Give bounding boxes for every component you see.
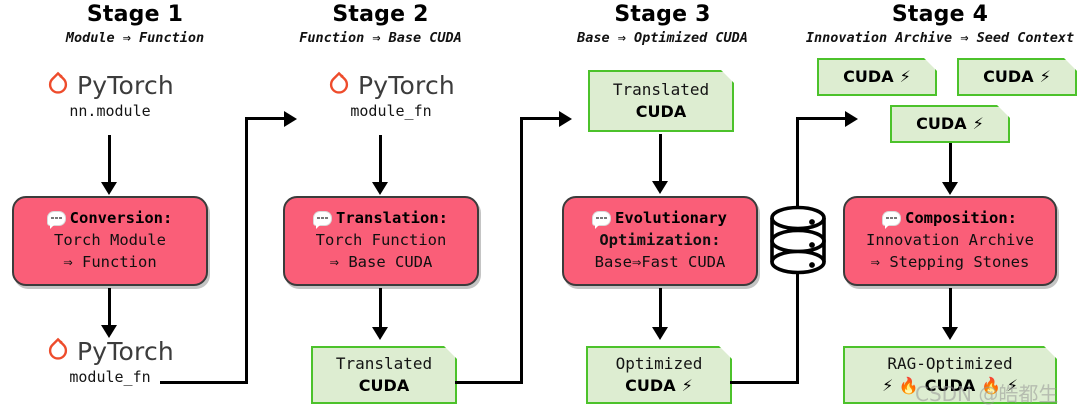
archive-card-1-label: CUDA (843, 66, 894, 86)
lightning-icon: ⚡ (972, 113, 984, 133)
s2-s3-connector-vertical (520, 117, 523, 384)
lightning-icon: ⚡ (1039, 66, 1051, 86)
speech-bubble-icon (47, 212, 65, 230)
stage2-translated-cuda-note[interactable]: Translated CUDA (311, 346, 457, 404)
stage3-optimized-cuda-note[interactable]: Optimized CUDA ⚡ (586, 346, 732, 404)
stage-4-subtitle: Innovation Archive ⇒ Seed Context (805, 30, 1075, 46)
stage3-box-line2: Optimization: (599, 230, 721, 249)
lightning-fire-left-icon: ⚡ 🔥 (882, 376, 919, 395)
stage1-arrow-head-2 (101, 325, 117, 338)
stage-1-subtitle: Module ⇒ Function (65, 30, 205, 46)
fire-lightning-right-icon: 🔥 ⚡ (981, 376, 1018, 395)
stage3-note-line2: CUDA (635, 102, 687, 121)
stage1-arrow-line-2 (108, 288, 111, 328)
stage2-input-label: module_fn (350, 102, 432, 120)
stage2-box-line2: Torch Function (315, 230, 447, 249)
stage3-translated-cuda-note[interactable]: Translated CUDA (588, 70, 734, 132)
stage2-box-line3: ⇒ Base CUDA (329, 253, 433, 272)
pytorch-wordmark: PyTorch (77, 70, 174, 100)
archive-card-3-label: CUDA (916, 113, 967, 133)
stage1-box-line3: ⇒ Function (63, 253, 157, 272)
s3-s4-connector-horizontal-top (796, 117, 848, 120)
stage-2-subtitle: Function ⇒ Base CUDA (299, 30, 462, 46)
stage2-arrow-head-2 (372, 327, 388, 340)
stage4-rag-optimized-note[interactable]: RAG-Optimized ⚡ 🔥 CUDA 🔥 ⚡ (843, 346, 1057, 404)
stage4-arrow-head-2 (942, 327, 958, 340)
stage-3-subtitle: Base ⇒ Optimized CUDA (577, 30, 748, 46)
lightning-icon: ⚡ (681, 376, 693, 395)
stage3-box-title: Evolutionary (615, 209, 727, 228)
stage3-arrow-line-1 (659, 134, 662, 184)
stage2-box-title: Translation: (336, 209, 448, 228)
stage4-rag-line2: CUDA (924, 376, 976, 395)
stage2-note-line2: CUDA (358, 376, 410, 395)
stage2-pytorch-input: PyTorch module_fn (298, 70, 484, 120)
stage4-arrow-line-1 (949, 143, 952, 185)
s2-s3-connector-horizontal-bottom (455, 381, 523, 384)
s1-s2-connector-horizontal-bottom (160, 381, 248, 384)
stage2-arrow-head-1 (372, 182, 388, 195)
stage3-arrow-head-2 (652, 327, 668, 340)
stage2-arrow-line-2 (379, 288, 382, 330)
stage1-output-label: module_fn (69, 368, 151, 386)
archive-card-3[interactable]: CUDA ⚡ (890, 105, 1010, 143)
stage3-evolutionary-optimization-box[interactable]: Evolutionary Optimization: Base⇒Fast CUD… (562, 196, 758, 286)
stage1-pytorch-input: PyTorch nn.module (10, 70, 210, 120)
stage3-note-line1: Translated (612, 79, 710, 99)
speech-bubble-icon (593, 212, 610, 230)
stage3-arrow-line-2 (659, 288, 662, 330)
s2-s3-connector-horizontal-top (520, 117, 562, 120)
stage4-box-title: Composition: (905, 209, 1017, 228)
pytorch-wordmark: PyTorch (77, 336, 174, 366)
pytorch-wordmark: PyTorch (358, 70, 455, 100)
stage1-conversion-box[interactable]: Conversion: Torch Module ⇒ Function (12, 196, 208, 286)
stage-4-title: Stage 4 (891, 2, 989, 27)
stage4-rag-line1: RAG-Optimized (887, 353, 1013, 373)
stage-3-title: Stage 3 (614, 2, 711, 27)
speech-bubble-icon (883, 212, 900, 230)
pytorch-logo-icon (46, 70, 70, 100)
stage1-box-line2: Torch Module (54, 230, 166, 249)
database-cylinder-icon (768, 205, 828, 287)
pytorch-logo-icon (327, 70, 351, 100)
stage3-optimized-line2: CUDA (625, 376, 676, 395)
stage3-arrow-head-1 (652, 181, 668, 194)
stage-1-title: Stage 1 (86, 2, 184, 27)
stage4-box-line2: Innovation Archive (866, 230, 1034, 249)
s1-s2-connector-horizontal-top (245, 117, 287, 120)
s2-s3-arrow-head (559, 111, 572, 127)
stage2-arrow-line-1 (379, 135, 382, 185)
stage1-pytorch-output: PyTorch module_fn (10, 336, 210, 386)
stage4-composition-box[interactable]: Composition: Innovation Archive ⇒ Steppi… (843, 196, 1057, 286)
stage-2-title: Stage 2 (332, 2, 429, 27)
s1-s2-arrow-head (284, 111, 297, 127)
archive-card-2-label: CUDA (983, 66, 1034, 86)
archive-card-2[interactable]: CUDA ⚡ (957, 58, 1077, 96)
stage2-note-line1: Translated (335, 353, 433, 373)
lightning-icon: ⚡ (899, 66, 911, 86)
stage1-input-label: nn.module (69, 102, 151, 120)
stage1-arrow-head-1 (101, 182, 117, 195)
archive-card-1[interactable]: CUDA ⚡ (817, 58, 937, 96)
csdn-watermark: CSDN @皓都生 (915, 382, 1059, 406)
s1-s2-connector-vertical (245, 117, 248, 384)
stage4-arrow-line-2 (949, 288, 952, 330)
pytorch-logo-icon (46, 336, 70, 366)
stage3-box-line3: Base⇒Fast CUDA (594, 253, 726, 272)
stage4-box-line3: ⇒ Stepping Stones (870, 253, 1030, 272)
s3-s4-arrow-head (845, 111, 858, 127)
s3-s4-connector-horizontal-bottom (730, 381, 798, 384)
stage4-arrow-head-1 (942, 182, 958, 195)
stage2-translation-box[interactable]: Translation: Torch Function ⇒ Base CUDA (283, 196, 479, 286)
stage1-box-title: Conversion: (69, 209, 173, 228)
speech-bubble-icon (314, 212, 331, 230)
stage3-optimized-line1: Optimized (615, 353, 703, 373)
stage1-arrow-line-1 (108, 135, 111, 185)
